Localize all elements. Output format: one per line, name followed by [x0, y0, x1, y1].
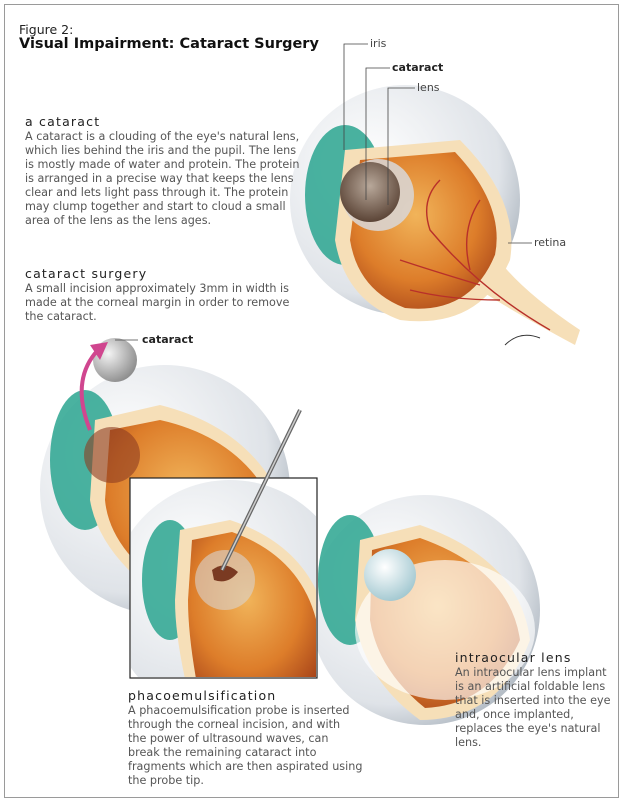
text-line: An intraocular lens implant [455, 666, 607, 679]
leader-lines [343, 43, 532, 244]
label-cataract: cataract [392, 61, 444, 74]
text-line: A cataract is a clouding of the eye's na… [25, 130, 300, 143]
heading-a-cataract: a cataract [25, 114, 101, 129]
text-line: is mostly made of water and protein. The… [25, 158, 300, 171]
text-line: break the remaining cataract into [128, 746, 317, 759]
text-line: area of the lens as the lens ages. [25, 214, 212, 227]
text-line: the probe tip. [128, 774, 204, 787]
text-line: made at the corneal margin in order to r… [25, 296, 290, 309]
body-a-cataract: A cataract is a clouding of the eye's na… [25, 130, 299, 228]
label-retina: retina [534, 236, 567, 249]
label-iris: iris [370, 37, 387, 50]
text-line: is arranged in a precise way that keeps … [25, 172, 294, 185]
heading-phacoemulsification: phacoemulsification [128, 688, 277, 703]
text-line: and, once implanted, [455, 708, 574, 721]
label-cataract-removed: cataract [142, 333, 194, 346]
text-line: which lies behind the iris and the pupil… [25, 144, 297, 157]
text-line: A phacoemulsification probe is inserted [128, 704, 350, 717]
text-line: the power of ultrasound waves, can [128, 732, 329, 745]
text-line: A small incision approximately 3mm in wi… [25, 282, 289, 295]
eye-iol-illustration [310, 495, 540, 725]
text-line: that is inserted into the eye [455, 694, 611, 707]
figure-border [4, 4, 619, 798]
body-phacoemulsification: A phacoemulsification probe is inserted … [128, 704, 362, 788]
text-line: is an artificial foldable lens [455, 680, 606, 693]
phaco-inset [129, 409, 318, 679]
text-line: replaces the eye's natural [455, 722, 601, 735]
label-lens: lens [417, 81, 440, 94]
text-line: fragments which are then aspirated using [128, 760, 363, 773]
figure-number: Figure 2: [19, 22, 74, 37]
heading-intraocular-lens: intraocular lens [455, 650, 572, 665]
text-line: may clump together and start to cloud a … [25, 200, 286, 213]
heading-cataract-surgery: cataract surgery [25, 266, 148, 281]
text-line: through the corneal incision, and with [128, 718, 341, 731]
removal-arrow [79, 348, 100, 431]
cataract-lens [340, 162, 400, 222]
body-cataract-surgery: A small incision approximately 3mm in wi… [25, 282, 289, 324]
text-line: the cataract. [25, 310, 97, 323]
signature [504, 334, 541, 346]
text-line: lens. [455, 736, 482, 749]
text-line: clear and lets light pass through it. Th… [25, 186, 289, 199]
figure-title: Visual Impairment: Cataract Surgery [19, 36, 319, 52]
body-intraocular-lens: An intraocular lens implant is an artifi… [455, 666, 611, 750]
intraocular-lens-implant [364, 549, 416, 601]
eye-cataract-illustration [290, 85, 580, 346]
